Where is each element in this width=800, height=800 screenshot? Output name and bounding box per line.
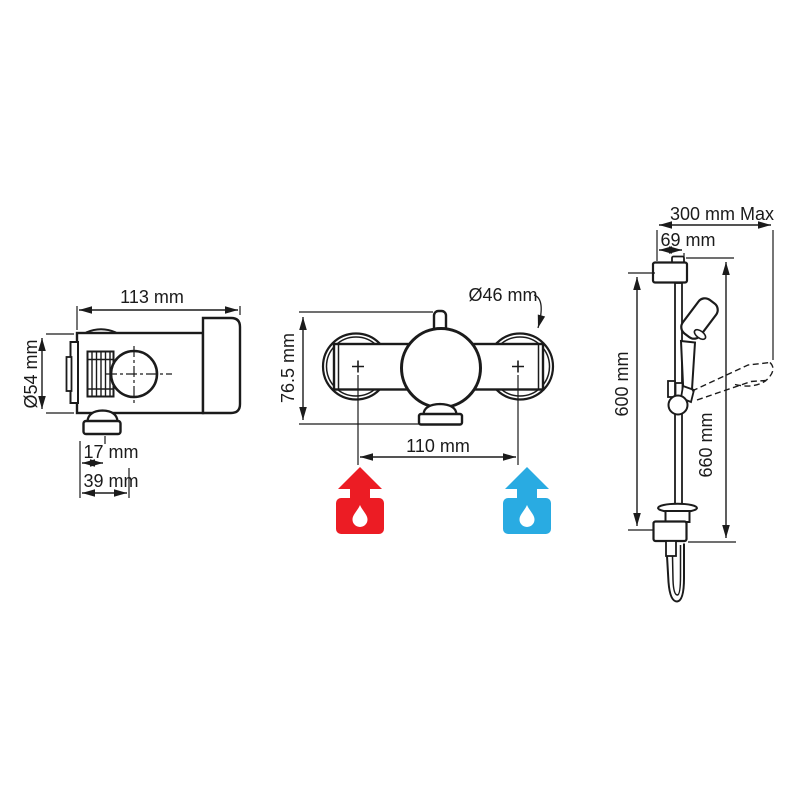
dim-label-length: 113 mm <box>120 287 184 307</box>
handset-spray-face <box>693 328 707 341</box>
mixer-cartridge-cap <box>400 327 482 409</box>
dim-54 <box>38 333 74 414</box>
dim-label-max-reach: 300 mm Max <box>670 204 774 224</box>
right-inlet-center-mark <box>512 360 524 373</box>
slider-ball <box>667 394 689 416</box>
handset-swung-position-dashed <box>691 361 774 401</box>
left-inlet-center-mark <box>352 360 364 373</box>
dim-label-bracket-depth: 69 mm <box>660 230 715 250</box>
mixer-side-body <box>65 316 242 436</box>
dim-110 <box>357 375 519 465</box>
dim-113 <box>76 306 241 330</box>
dim-17-39 <box>79 436 130 498</box>
cold-water-inlet-icon <box>503 467 551 534</box>
dim-label-outlet-depth: 39 mm <box>83 471 138 491</box>
dim-label-outlet-offset: 17 mm <box>83 442 138 462</box>
mixer-side-outlet <box>82 409 122 436</box>
mixer-front-view <box>299 294 555 465</box>
handset-holder <box>667 380 696 404</box>
dim-label-flange-diameter: Ø46 mm <box>468 285 537 305</box>
dim-label-diameter: Ø54 mm <box>21 339 41 408</box>
hot-water-inlet-icon <box>336 467 384 534</box>
dim-660 <box>686 257 736 543</box>
dim-300 <box>656 221 774 360</box>
dim-label-rail-length: 600 mm <box>612 351 632 416</box>
shower-hose-loop <box>665 540 685 603</box>
mixer-front-outlet <box>417 402 464 426</box>
dim-label-inlet-spacing: 110 mm <box>406 436 470 456</box>
dim-600 <box>628 272 655 531</box>
dim-label-overall-height: 660 mm <box>696 412 716 477</box>
handset-head <box>680 297 719 340</box>
dim-46-leader <box>533 294 546 329</box>
rail-top-bracket <box>651 255 689 284</box>
rail-bottom-bracket <box>652 502 698 543</box>
mixer-side-end-cap <box>201 316 242 415</box>
dim-label-height: 76.5 mm <box>278 333 298 403</box>
dim-76-5 <box>299 311 433 425</box>
dim-69 <box>659 246 685 257</box>
mixer-side-view <box>38 306 242 498</box>
shower-rail-view <box>628 221 774 603</box>
